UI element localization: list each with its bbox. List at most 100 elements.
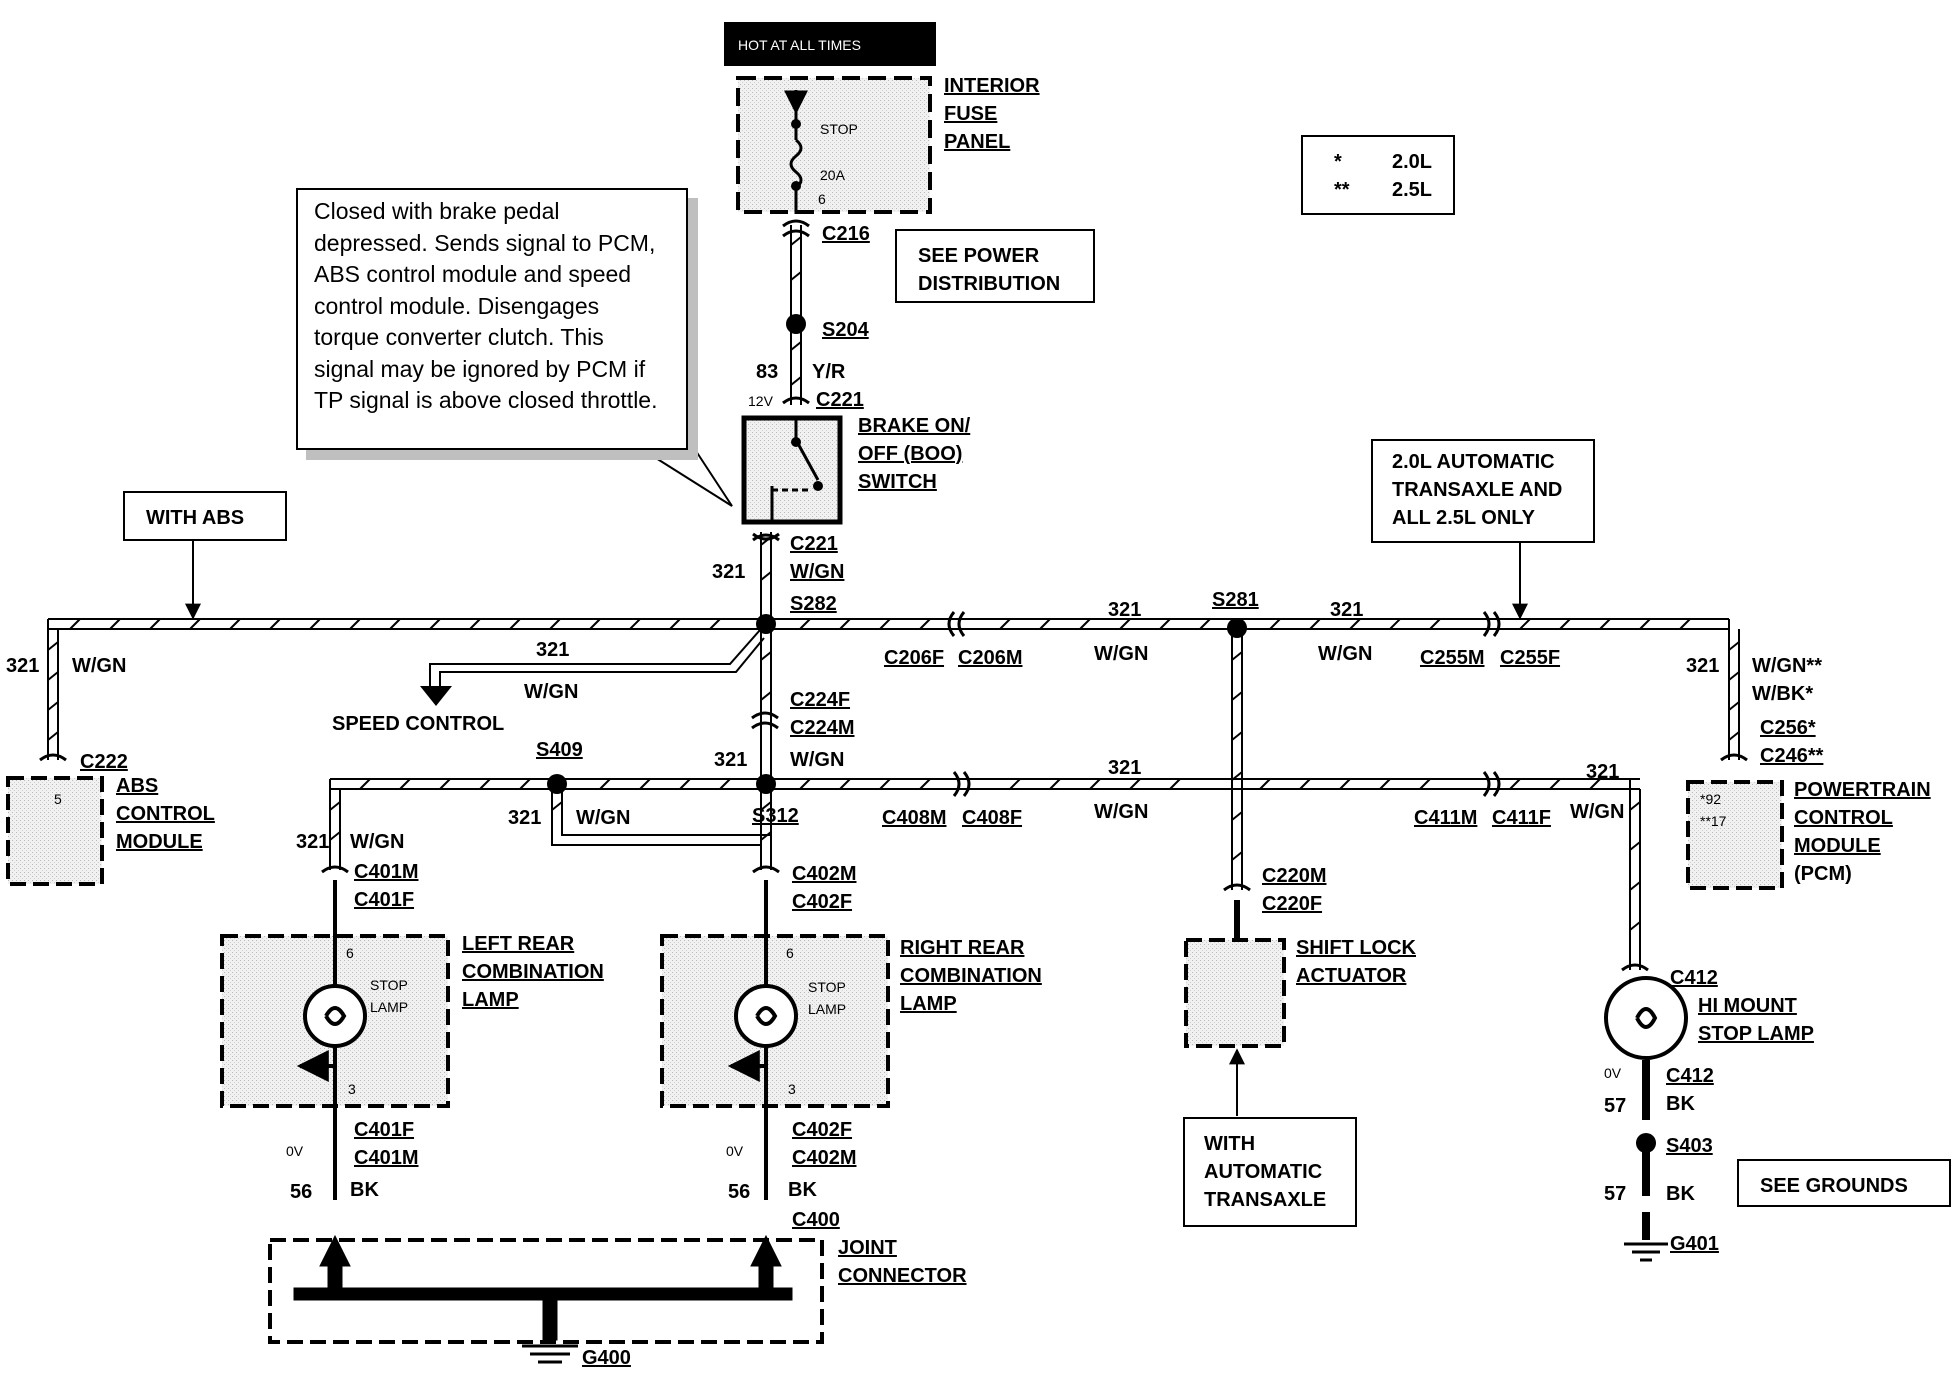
left-lamp-1: LEFT REAR [462,933,575,955]
boo-3: SWITCH [858,471,937,493]
circuit-321-abs: 321 [6,655,39,677]
w-gn-boo: W/GN [790,561,844,583]
right-pin-3: 3 [788,1081,796,1097]
c220f-label: C220F [1262,893,1322,915]
with-automatic-1: WITH [1204,1133,1255,1155]
c408m-label: C408M [882,807,946,829]
c224f-label: C224F [790,689,850,711]
s282-dot [756,614,776,634]
transaxle-3: ALL 2.5L ONLY [1392,507,1536,529]
circuit-321-left: 321 [296,831,329,853]
hi-mount-lamp [1604,976,1688,1060]
pcm-pin-92: *92 [1700,791,1721,807]
circuit-56-left: 56 [290,1181,312,1203]
pcm-box [1686,780,1784,890]
c206f-label: C206F [884,647,944,669]
circuit-321-c411: 321 [1586,761,1619,783]
c400-label: C400 [792,1209,840,1231]
wire-s224-s312 [760,735,772,782]
legend-box [1301,135,1455,215]
wire-pcm-drop [1728,619,1740,760]
w-gn-pcm: W/GN** [1752,655,1822,677]
c401f-bottom: C401F [354,1119,414,1141]
fuse-title-2: FUSE [944,103,997,125]
g400-label: G400 [582,1347,631,1369]
right-lamp-2: COMBINATION [900,965,1042,987]
c220m-label: C220M [1262,865,1326,887]
joint-bus [293,1234,1668,1364]
boo-switch-box [741,415,843,525]
c411m-label: C411M [1414,807,1477,829]
legend-engine-2: 2.5L [1392,179,1432,201]
brake-switch-note: Closed with brake pedal depressed. Sends… [296,188,688,450]
pcm-3: MODULE [1794,835,1881,857]
w-gn-speed: W/GN [524,681,578,703]
fuse-pin: 6 [818,191,826,207]
circuit-321-c206: 321 [1108,599,1141,621]
c412-top: C412 [1670,967,1718,989]
fuse-name: STOP [820,121,858,137]
c401m-top: C401M [354,861,418,883]
left-lamp-3: LAMP [462,989,519,1011]
bk-left: BK [350,1179,379,1201]
shield-hatch [47,236,1740,931]
inline-connectors [39,219,1748,972]
shift-lock-box [1184,938,1286,1048]
s282-label: S282 [790,593,837,615]
joint-2: CONNECTOR [838,1265,967,1287]
circuit-57-top: 57 [1604,1095,1626,1117]
c256-label: C256* [1760,717,1816,739]
c402f-bottom: C402F [792,1119,852,1141]
pcm-2: CONTROL [1794,807,1893,829]
c402m-bottom: C402M [792,1147,856,1169]
fuse-symbol [784,90,808,214]
boo-2: OFF (BOO) [858,443,962,465]
s312-label: S312 [752,805,799,827]
left-pin-6: 6 [346,945,354,961]
v0-left: 0V [286,1143,304,1159]
circuit-321-c255: 321 [1330,599,1363,621]
v12-label: 12V [748,393,774,409]
hi-mount-2: STOP LAMP [1698,1023,1814,1045]
transaxle-1: 2.0L AUTOMATIC [1392,451,1555,473]
s312-dot [756,774,776,794]
see-power-box [895,229,1095,303]
pcm-pin-17: **17 [1700,813,1727,829]
c221-top: C221 [816,389,864,411]
wire-s312-right [760,789,772,870]
shift-lock-1: SHIFT LOCK [1296,937,1417,959]
left-lamp-2: COMBINATION [462,961,604,983]
circuit-57-bottom: 57 [1604,1183,1626,1205]
g401-label: G401 [1670,1233,1719,1255]
w-gn-c224: W/GN [790,749,844,771]
c401m-bottom: C401M [354,1147,418,1169]
s204-dot [786,314,806,334]
hot-banner-text: HOT AT ALL TIMES [738,37,861,53]
boo-switch-symbol [770,420,820,520]
fuse-rating: 20A [820,167,846,183]
c255f-label: C255F [1500,647,1560,669]
see-grounds-text: SEE GROUNDS [1760,1175,1908,1197]
left-lamp: LAMP [370,999,408,1015]
see-power-2: DISTRIBUTION [918,273,1060,295]
s281-label: S281 [1212,589,1259,611]
s409-label: S409 [536,739,583,761]
right-lamp: LAMP [808,1001,846,1017]
circuit-321-c224: 321 [714,749,747,771]
speed-control-label: SPEED CONTROL [332,713,504,735]
joint-1: JOINT [838,1237,897,1259]
pcm-1: POWERTRAIN [1794,779,1931,801]
wire-himount-drop [1629,779,1641,970]
hi-mount-1: HI MOUNT [1698,995,1797,1017]
wire-left-drop [329,779,341,870]
wire-bus-mid [330,778,1640,790]
with-abs-box [123,491,287,541]
circuit-321-c408: 321 [1108,757,1141,779]
wire-s282-s312 [760,628,772,780]
c206m-label: C206M [958,647,1022,669]
legend-symbol-2: ** [1334,179,1350,201]
bk-right: BK [788,1179,817,1201]
abs-1: ABS [116,775,158,797]
boo-1: BRAKE ON/ [858,415,971,437]
circuit-83: 83 [756,361,778,383]
